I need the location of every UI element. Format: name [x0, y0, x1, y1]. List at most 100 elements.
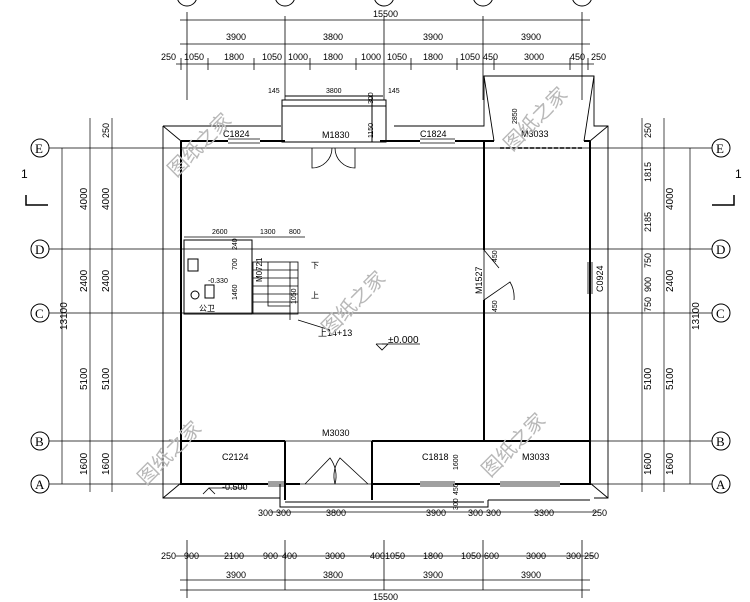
top-bay-dim: 3900 — [226, 32, 246, 42]
right-inner-dim: 2400 — [665, 269, 676, 292]
top-detail-dim: 1800 — [423, 52, 443, 62]
room-labels: C1824 M1830 C1824 M3033 145 3800 145 300… — [199, 88, 605, 510]
top-dimensions — [176, 12, 594, 100]
bottom-detail-dim: 400 — [370, 551, 385, 561]
top-axis-circles — [177, 0, 592, 7]
axis-label-d: D — [35, 242, 44, 257]
dim-label: 800 — [289, 229, 301, 236]
dim-label: 450 — [453, 483, 460, 495]
axis-label-e: E — [716, 141, 724, 156]
left-inner2-dim: 4000 — [101, 187, 112, 210]
window-label: C1824 — [420, 129, 447, 139]
stair-label: 上 — [311, 291, 319, 300]
left-inner2-dim: 1600 — [101, 452, 112, 475]
porch-dim: 3300 — [534, 508, 554, 518]
bottom-detail-dim: 250 — [161, 551, 176, 561]
right-inner-dim: 1600 — [665, 452, 676, 475]
right-detail-dim: 900 — [643, 277, 653, 292]
left-inner-dim: 5100 — [79, 367, 90, 390]
top-detail-dim: 1050 — [184, 52, 204, 62]
top-detail-dim: 1000 — [288, 52, 308, 62]
porch-dim: 300 — [258, 508, 273, 518]
dim-label: 1050 — [291, 288, 298, 304]
axis-label-b: B — [716, 434, 725, 449]
right-detail-dim: 750 — [643, 253, 653, 268]
top-detail-dim: 1000 — [361, 52, 381, 62]
bathroom — [183, 236, 305, 315]
right-detail-dim: 1600 — [643, 452, 654, 475]
axis-label-c: C — [35, 306, 44, 321]
axis-row-circles — [30, 138, 731, 494]
bottom-detail-dim: 2100 — [224, 551, 244, 561]
watermark-logo: 图纸之家 — [133, 416, 207, 490]
stair — [252, 261, 331, 331]
left-inner-dim: 4000 — [79, 187, 90, 210]
top-detail-dim: 1050 — [262, 52, 282, 62]
doors — [304, 147, 515, 485]
top-dim-text: 15500 3900 3800 3900 3900 250 1050 1800 … — [161, 9, 606, 62]
eave-outline — [162, 75, 609, 499]
dim-label: 1460 — [232, 284, 239, 300]
top-detail-dim: 1800 — [323, 52, 343, 62]
window-label: C0924 — [595, 265, 605, 292]
door-label: M3033 — [522, 452, 550, 462]
bottom-detail-dim: 900 — [263, 551, 278, 561]
dim-label: 2600 — [212, 229, 228, 236]
window-label: C1818 — [422, 452, 449, 462]
stair-label: 上14+13 — [318, 328, 352, 338]
side-dim-text: 13100 4000 2400 5100 1600 4000 2400 5100… — [59, 123, 702, 475]
dim-label: 1150 — [368, 123, 375, 138]
section-mark-label: 1 — [735, 167, 742, 181]
porch-dim: 300 — [468, 508, 483, 518]
section-mark-label: 1 — [21, 167, 28, 181]
level-label: -0.330 — [208, 278, 228, 285]
level-label: ±0.000 — [388, 335, 419, 346]
top-detail-dim: 1050 — [460, 52, 480, 62]
level-marks — [202, 343, 420, 495]
axis-label-e: E — [35, 141, 43, 156]
bottom-bay-dim: 3800 — [323, 570, 343, 580]
bottom-overall-dim: 15500 — [373, 592, 398, 602]
bottom-detail-dim: 3000 — [526, 551, 546, 561]
window-label: C1824 — [223, 129, 250, 139]
dim-label: 450 — [492, 250, 499, 262]
watermark-logo: 图纸之家 — [477, 408, 551, 482]
axis-grid — [48, 118, 712, 492]
bottom-bay-dim: 3900 — [226, 570, 246, 580]
bottom-detail-dim: 900 — [184, 551, 199, 561]
section-mark — [25, 195, 735, 206]
door-label: M0721 — [255, 257, 264, 282]
axis-label-c: C — [716, 306, 725, 321]
left-top-dim: 250 — [101, 123, 111, 138]
door-label: M3030 — [322, 428, 350, 438]
level-label: -0.500 — [222, 482, 248, 492]
right-detail-dim: 2185 — [643, 212, 653, 232]
right-inner-dim: 5100 — [665, 367, 676, 390]
top-detail-dim: 250 — [591, 52, 606, 62]
bottom-bay-dim: 3900 — [521, 570, 541, 580]
top-detail-dim: 450 — [570, 52, 585, 62]
dim-label: 2850 — [512, 108, 519, 124]
dim-label: 3800 — [326, 88, 342, 95]
right-inner-dim: 4000 — [665, 187, 676, 210]
bottom-detail-dim: 1050 — [385, 551, 405, 561]
dim-label: 145 — [388, 88, 400, 95]
dim-label: 240 — [232, 238, 239, 250]
porch-dim: 300 — [276, 508, 291, 518]
top-overall-dim: 15500 — [373, 9, 398, 19]
axis-label-b: B — [35, 434, 44, 449]
dim-label: 1600 — [453, 454, 460, 470]
left-inner2-dim: 5100 — [101, 367, 112, 390]
axis-row-labels: E D C B A E D C B A — [35, 141, 726, 492]
top-detail-dim: 1050 — [387, 52, 407, 62]
bottom-detail-dim: 1050 — [461, 551, 481, 561]
dim-label: 1300 — [260, 229, 276, 236]
right-detail-dim: 250 — [643, 123, 653, 138]
door-label: M3033 — [521, 129, 549, 139]
watermarks: 图纸之家 图纸之家 图纸之家 图纸之家 图纸之家 — [133, 82, 573, 490]
dim-label: 145 — [268, 88, 280, 95]
porch-dim: 300 — [486, 508, 501, 518]
bottom-detail-dim: 250 — [584, 551, 599, 561]
bottom-detail-dim: 600 — [484, 551, 499, 561]
bottom-detail-dim: 3000 — [325, 551, 345, 561]
